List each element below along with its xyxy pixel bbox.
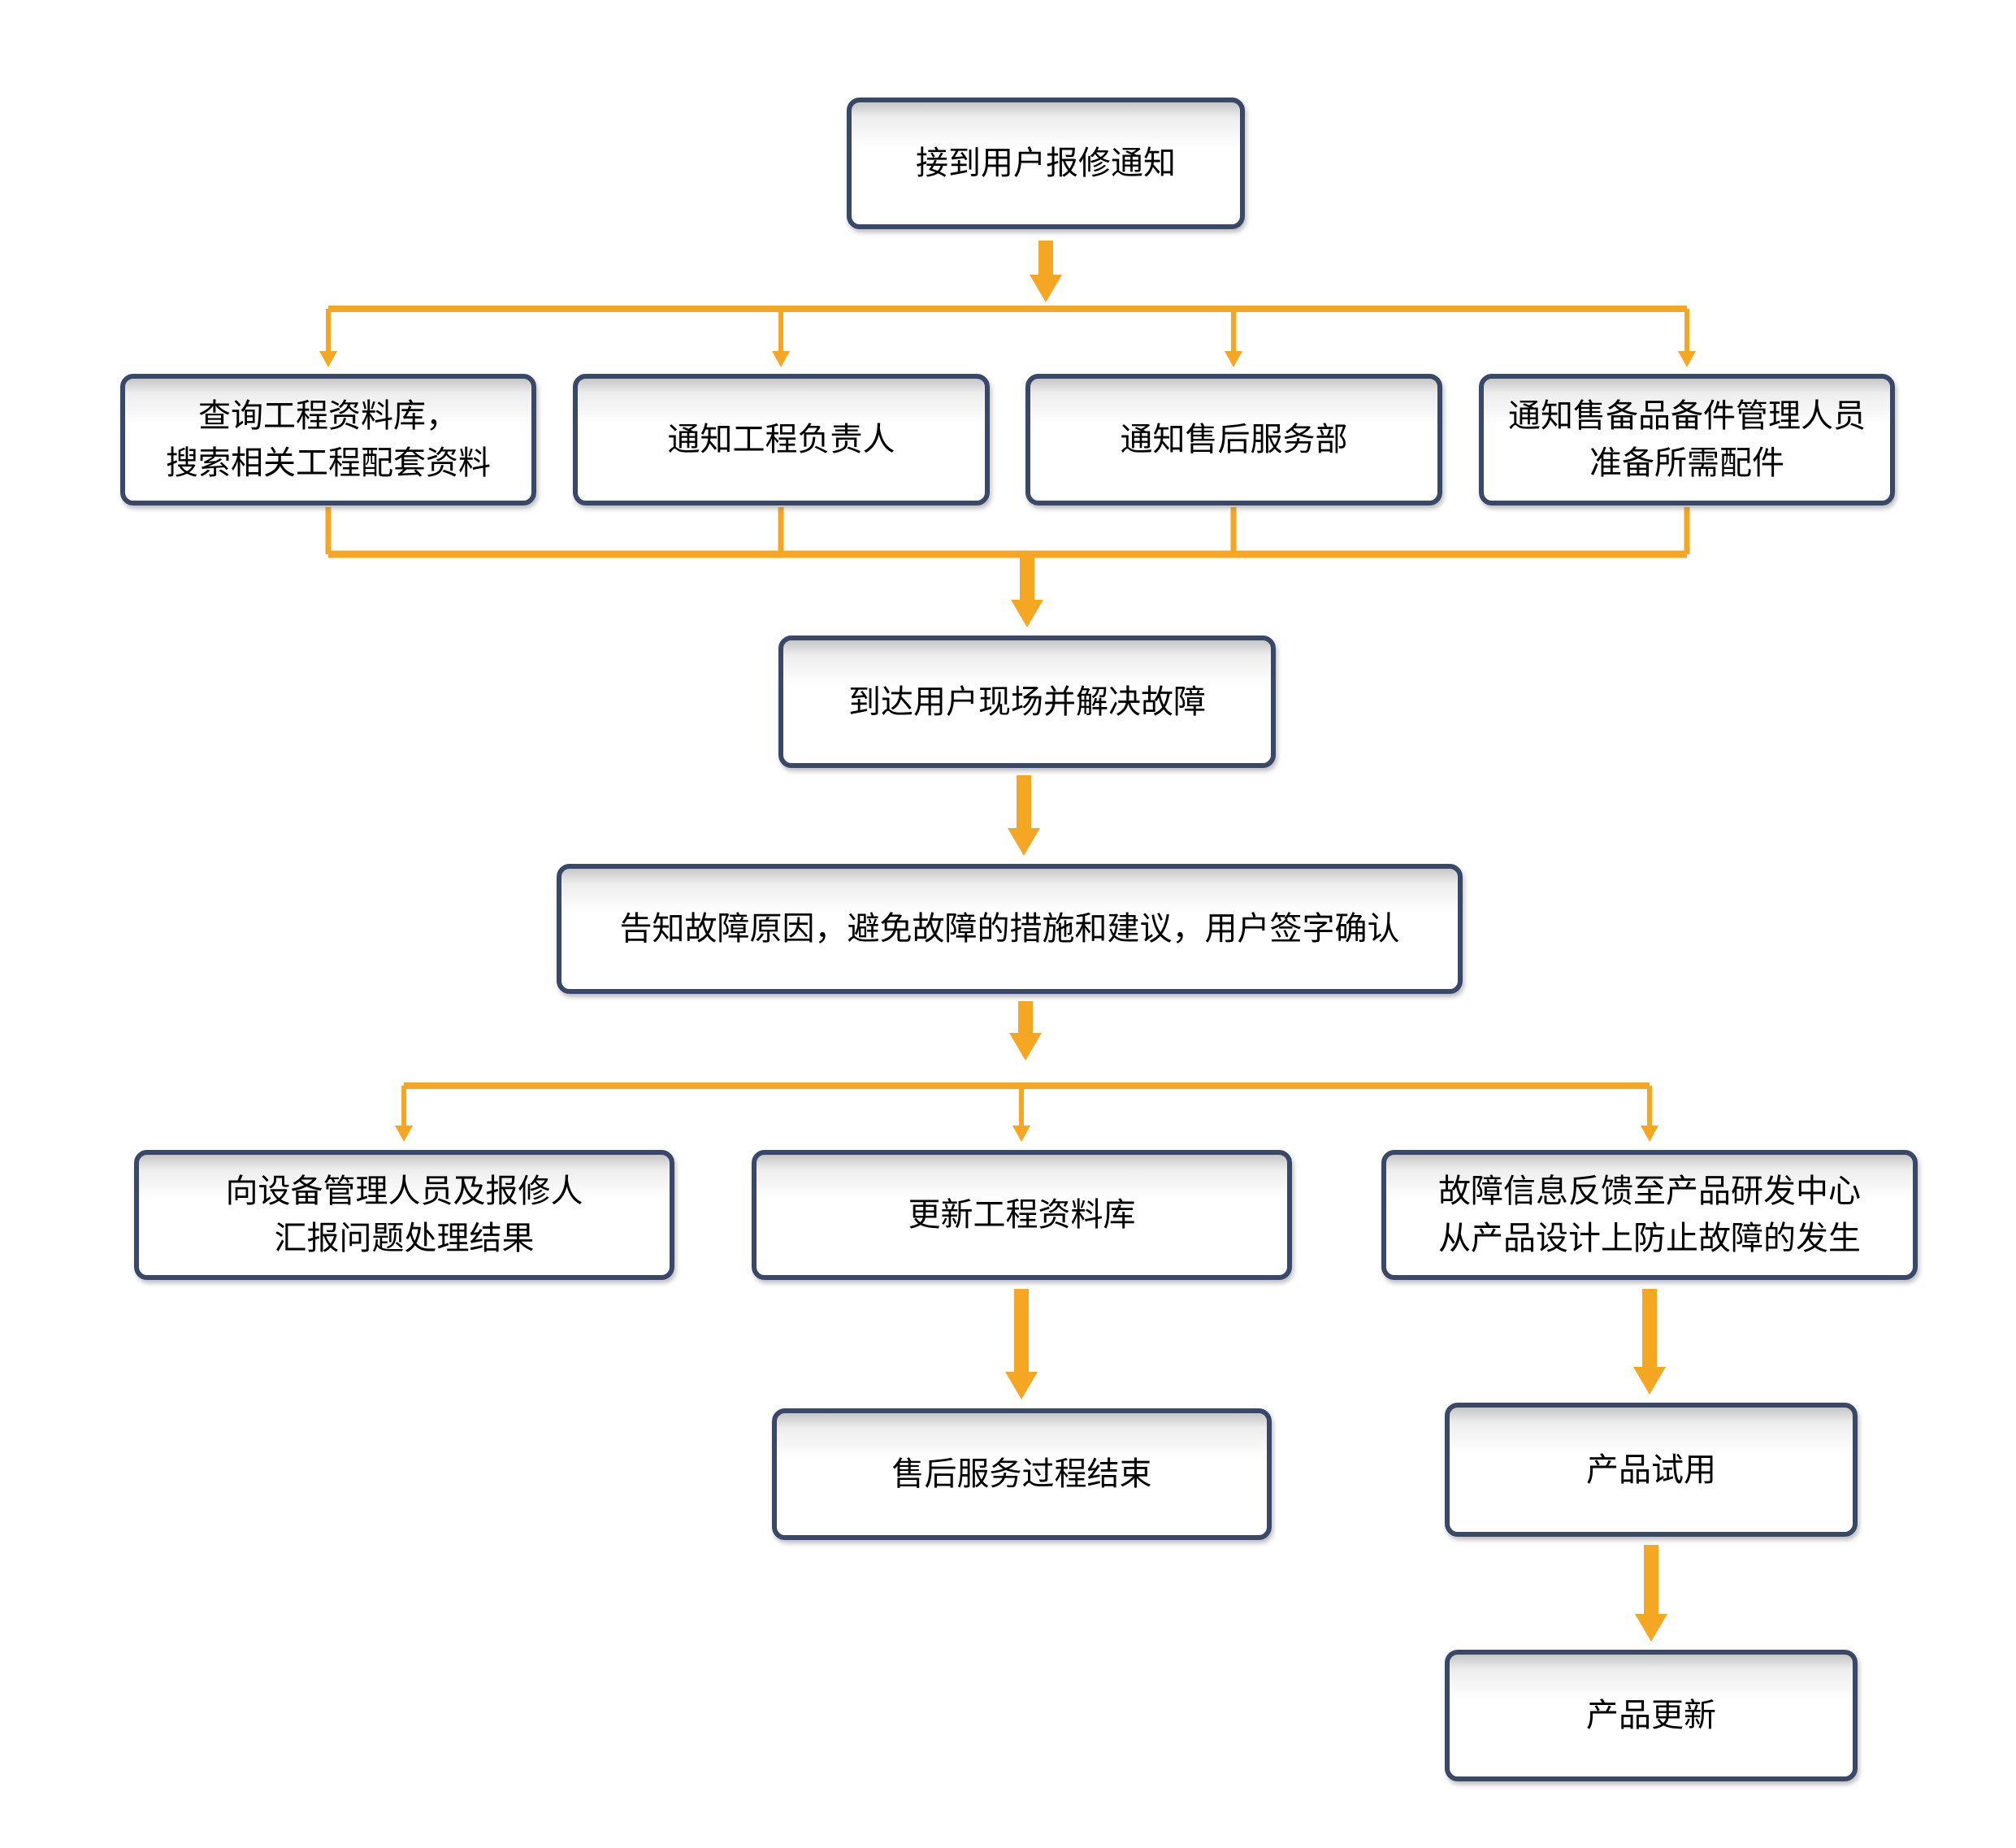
node-notify-engineer-label: 通知工程负责人 [667,422,895,458]
arrow-trial-to-product-update [1635,1545,1667,1642]
node-report-results-label: 向设备管理人员及报修人 汇报问题处理结果 [225,1173,583,1256]
node-product-update-label: 产品更新 [1586,1698,1716,1733]
node-arrive-onsite-label: 到达用户现场并解决故障 [848,683,1206,720]
node-inform-cause-label: 告知故障原因，避免故障的措施和建议，用户签字确认 [619,911,1400,947]
arrow-branch-to-notify-engineer [772,309,790,367]
arrow-branch-to-query-database [319,309,337,367]
node-product-update: 产品更新 [1445,1650,1858,1781]
node-product-trial: 产品试用 [1445,1403,1858,1537]
arrow-merge-to-arrive-onsite [1011,557,1043,627]
node-notify-engineer: 通知工程负责人 [573,374,990,505]
node-feedback-rd: 故障信息反馈至产品研发中心 从产品设计上防止故障的发生 [1381,1150,1918,1280]
node-service-end-label: 售后服务过程结束 [891,1456,1152,1492]
node-report-results: 向设备管理人员及报修人 汇报问题处理结果 [134,1150,674,1280]
arrow-branch-to-notify-spareparts [1678,309,1696,367]
arrow-inform-to-branch [1009,1001,1042,1061]
node-update-database-label: 更新工程资料库 [908,1197,1136,1233]
node-service-end: 售后服务过程结束 [772,1408,1272,1540]
node-notify-spareparts: 通知售备品备件管理人员 准备所需配件 [1479,374,1895,505]
node-notify-aftersales-label: 通知售后服务部 [1120,422,1348,458]
node-feedback-rd-label: 故障信息反馈至产品研发中心 从产品设计上防止故障的发生 [1438,1173,1861,1256]
arrow-branch-to-feedback-rd [1641,1086,1658,1142]
node-notify-spareparts-label: 通知售备品备件管理人员 准备所需配件 [1508,398,1866,481]
node-query-database: 查询工程资料库， 搜索相关工程配套资料 [120,374,536,505]
arrow-branch-to-update-database [1012,1086,1030,1142]
node-product-trial-label: 产品试用 [1586,1451,1716,1488]
node-receive-report: 接到用户报修通知 [847,98,1245,229]
arrow-arrive-to-inform [1008,775,1040,856]
arrow-branch-to-notify-aftersales [1225,309,1242,367]
arrow-update-to-service-end [1005,1289,1038,1399]
node-receive-report-label: 接到用户报修通知 [916,145,1176,181]
node-arrive-onsite: 到达用户现场并解决故障 [778,636,1276,768]
node-update-database: 更新工程资料库 [752,1150,1292,1280]
arrow-receive-to-branch [1030,241,1062,302]
arrow-feedback-to-product-trial [1633,1289,1666,1395]
node-notify-aftersales: 通知售后服务部 [1025,374,1442,505]
node-query-database-label: 查询工程资料库， 搜索相关工程配套资料 [166,398,491,481]
arrow-branch-to-report-results [395,1086,413,1142]
node-inform-cause: 告知故障原因，避免故障的措施和建议，用户签字确认 [557,864,1463,994]
